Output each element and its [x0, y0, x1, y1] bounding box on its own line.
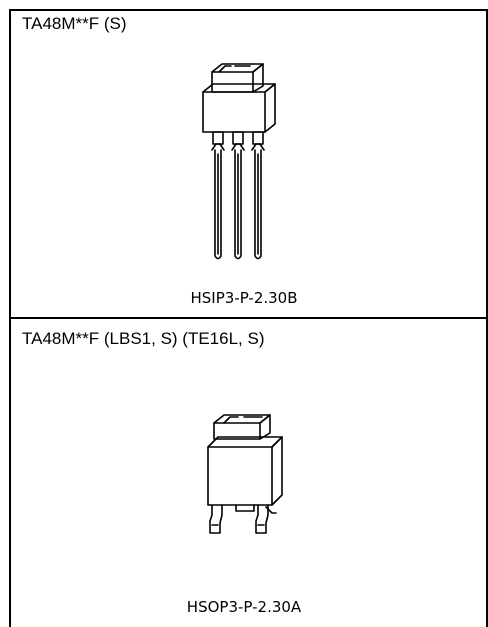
section-title-surface-mount: TA48M**F (LBS1, S) (TE16L, S) — [22, 329, 265, 348]
section-title-through-hole: TA48M**F (S) — [22, 14, 127, 33]
hsip3-package-illustration — [195, 58, 295, 268]
package-caption-hsip3: HSIP3-P-2.30B — [190, 289, 298, 307]
document-frame — [9, 9, 488, 627]
hsop3-package-illustration — [200, 407, 300, 547]
package-caption-hsop3: HSOP3-P-2.30A — [186, 598, 302, 616]
section-divider — [11, 317, 486, 319]
